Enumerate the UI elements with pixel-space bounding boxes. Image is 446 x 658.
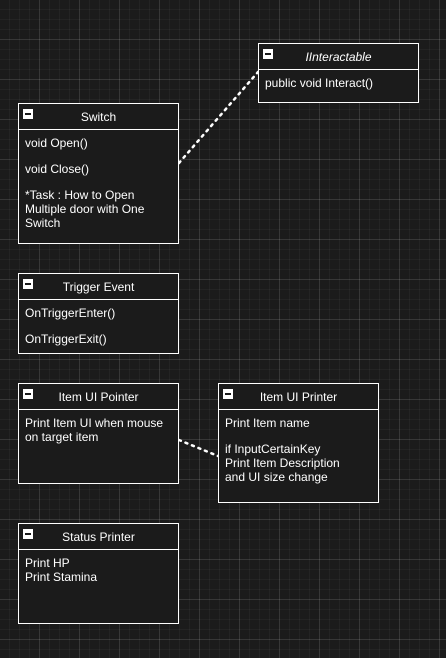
connector-pointer-to-printer[interactable] <box>177 438 220 458</box>
note-line[interactable]: *Task : How to Open <box>25 188 135 202</box>
class-title: Status Printer <box>62 529 135 544</box>
collapse-icon[interactable] <box>223 389 233 399</box>
class-title: Trigger Event <box>62 279 135 294</box>
class-header[interactable]: Switch <box>19 104 178 130</box>
class-members: Print Item name if InputCertainKey Print… <box>219 410 378 484</box>
member-line[interactable]: Print Stamina <box>25 570 98 584</box>
class-status-printer[interactable]: Status Printer Print HP Print Stamina <box>18 523 179 624</box>
class-title: IInteractable <box>305 49 372 64</box>
member-line[interactable]: if InputCertainKey <box>225 442 321 456</box>
class-members: Print HP Print Stamina <box>19 550 178 584</box>
member-line[interactable]: void Close() <box>25 162 90 176</box>
class-item-ui-printer[interactable]: Item UI Printer Print Item name if Input… <box>218 383 379 503</box>
class-item-ui-pointer[interactable]: Item UI Pointer Print Item UI when mouse… <box>18 383 179 484</box>
member-line[interactable]: Print Item name <box>225 416 310 430</box>
class-members: public void Interact() <box>259 70 418 90</box>
member-line[interactable]: Print Item Description <box>225 456 340 470</box>
collapse-icon[interactable] <box>23 529 33 539</box>
collapse-icon[interactable] <box>23 109 33 119</box>
class-members: Print Item UI when mouse on target item <box>19 410 178 444</box>
class-members: OnTriggerEnter() OnTriggerExit() <box>19 300 178 346</box>
note-line[interactable]: Multiple door with One <box>25 202 145 216</box>
member-line[interactable]: OnTriggerExit() <box>25 332 107 346</box>
class-title: Item UI Printer <box>259 389 338 404</box>
class-iinteractable[interactable]: IInteractable public void Interact() <box>258 43 419 103</box>
member-line[interactable]: Print Item UI when mouse <box>25 416 164 430</box>
class-header[interactable]: Status Printer <box>19 524 178 550</box>
connector-switch-to-iinteractable[interactable] <box>177 70 260 165</box>
member-line[interactable]: public void Interact() <box>265 76 374 90</box>
member-line[interactable]: OnTriggerEnter() <box>25 306 116 320</box>
class-header[interactable]: IInteractable <box>259 44 418 70</box>
class-members: void Open() void Close() *Task : How to … <box>19 130 178 230</box>
class-title: Item UI Pointer <box>58 389 139 404</box>
collapse-icon[interactable] <box>23 279 33 289</box>
class-trigger-event[interactable]: Trigger Event OnTriggerEnter() OnTrigger… <box>18 273 179 354</box>
class-header[interactable]: Item UI Pointer <box>19 384 178 410</box>
collapse-icon[interactable] <box>263 49 273 59</box>
member-line[interactable]: void Open() <box>25 136 88 150</box>
member-line[interactable]: and UI size change <box>225 470 328 484</box>
collapse-icon[interactable] <box>23 389 33 399</box>
member-line[interactable]: on target item <box>25 430 99 444</box>
member-line[interactable]: Print HP <box>25 556 70 570</box>
class-title: Switch <box>80 109 117 124</box>
note-line[interactable]: Switch <box>25 216 61 230</box>
class-header[interactable]: Item UI Printer <box>219 384 378 410</box>
class-header[interactable]: Trigger Event <box>19 274 178 300</box>
class-switch[interactable]: Switch void Open() void Close() *Task : … <box>18 103 179 244</box>
